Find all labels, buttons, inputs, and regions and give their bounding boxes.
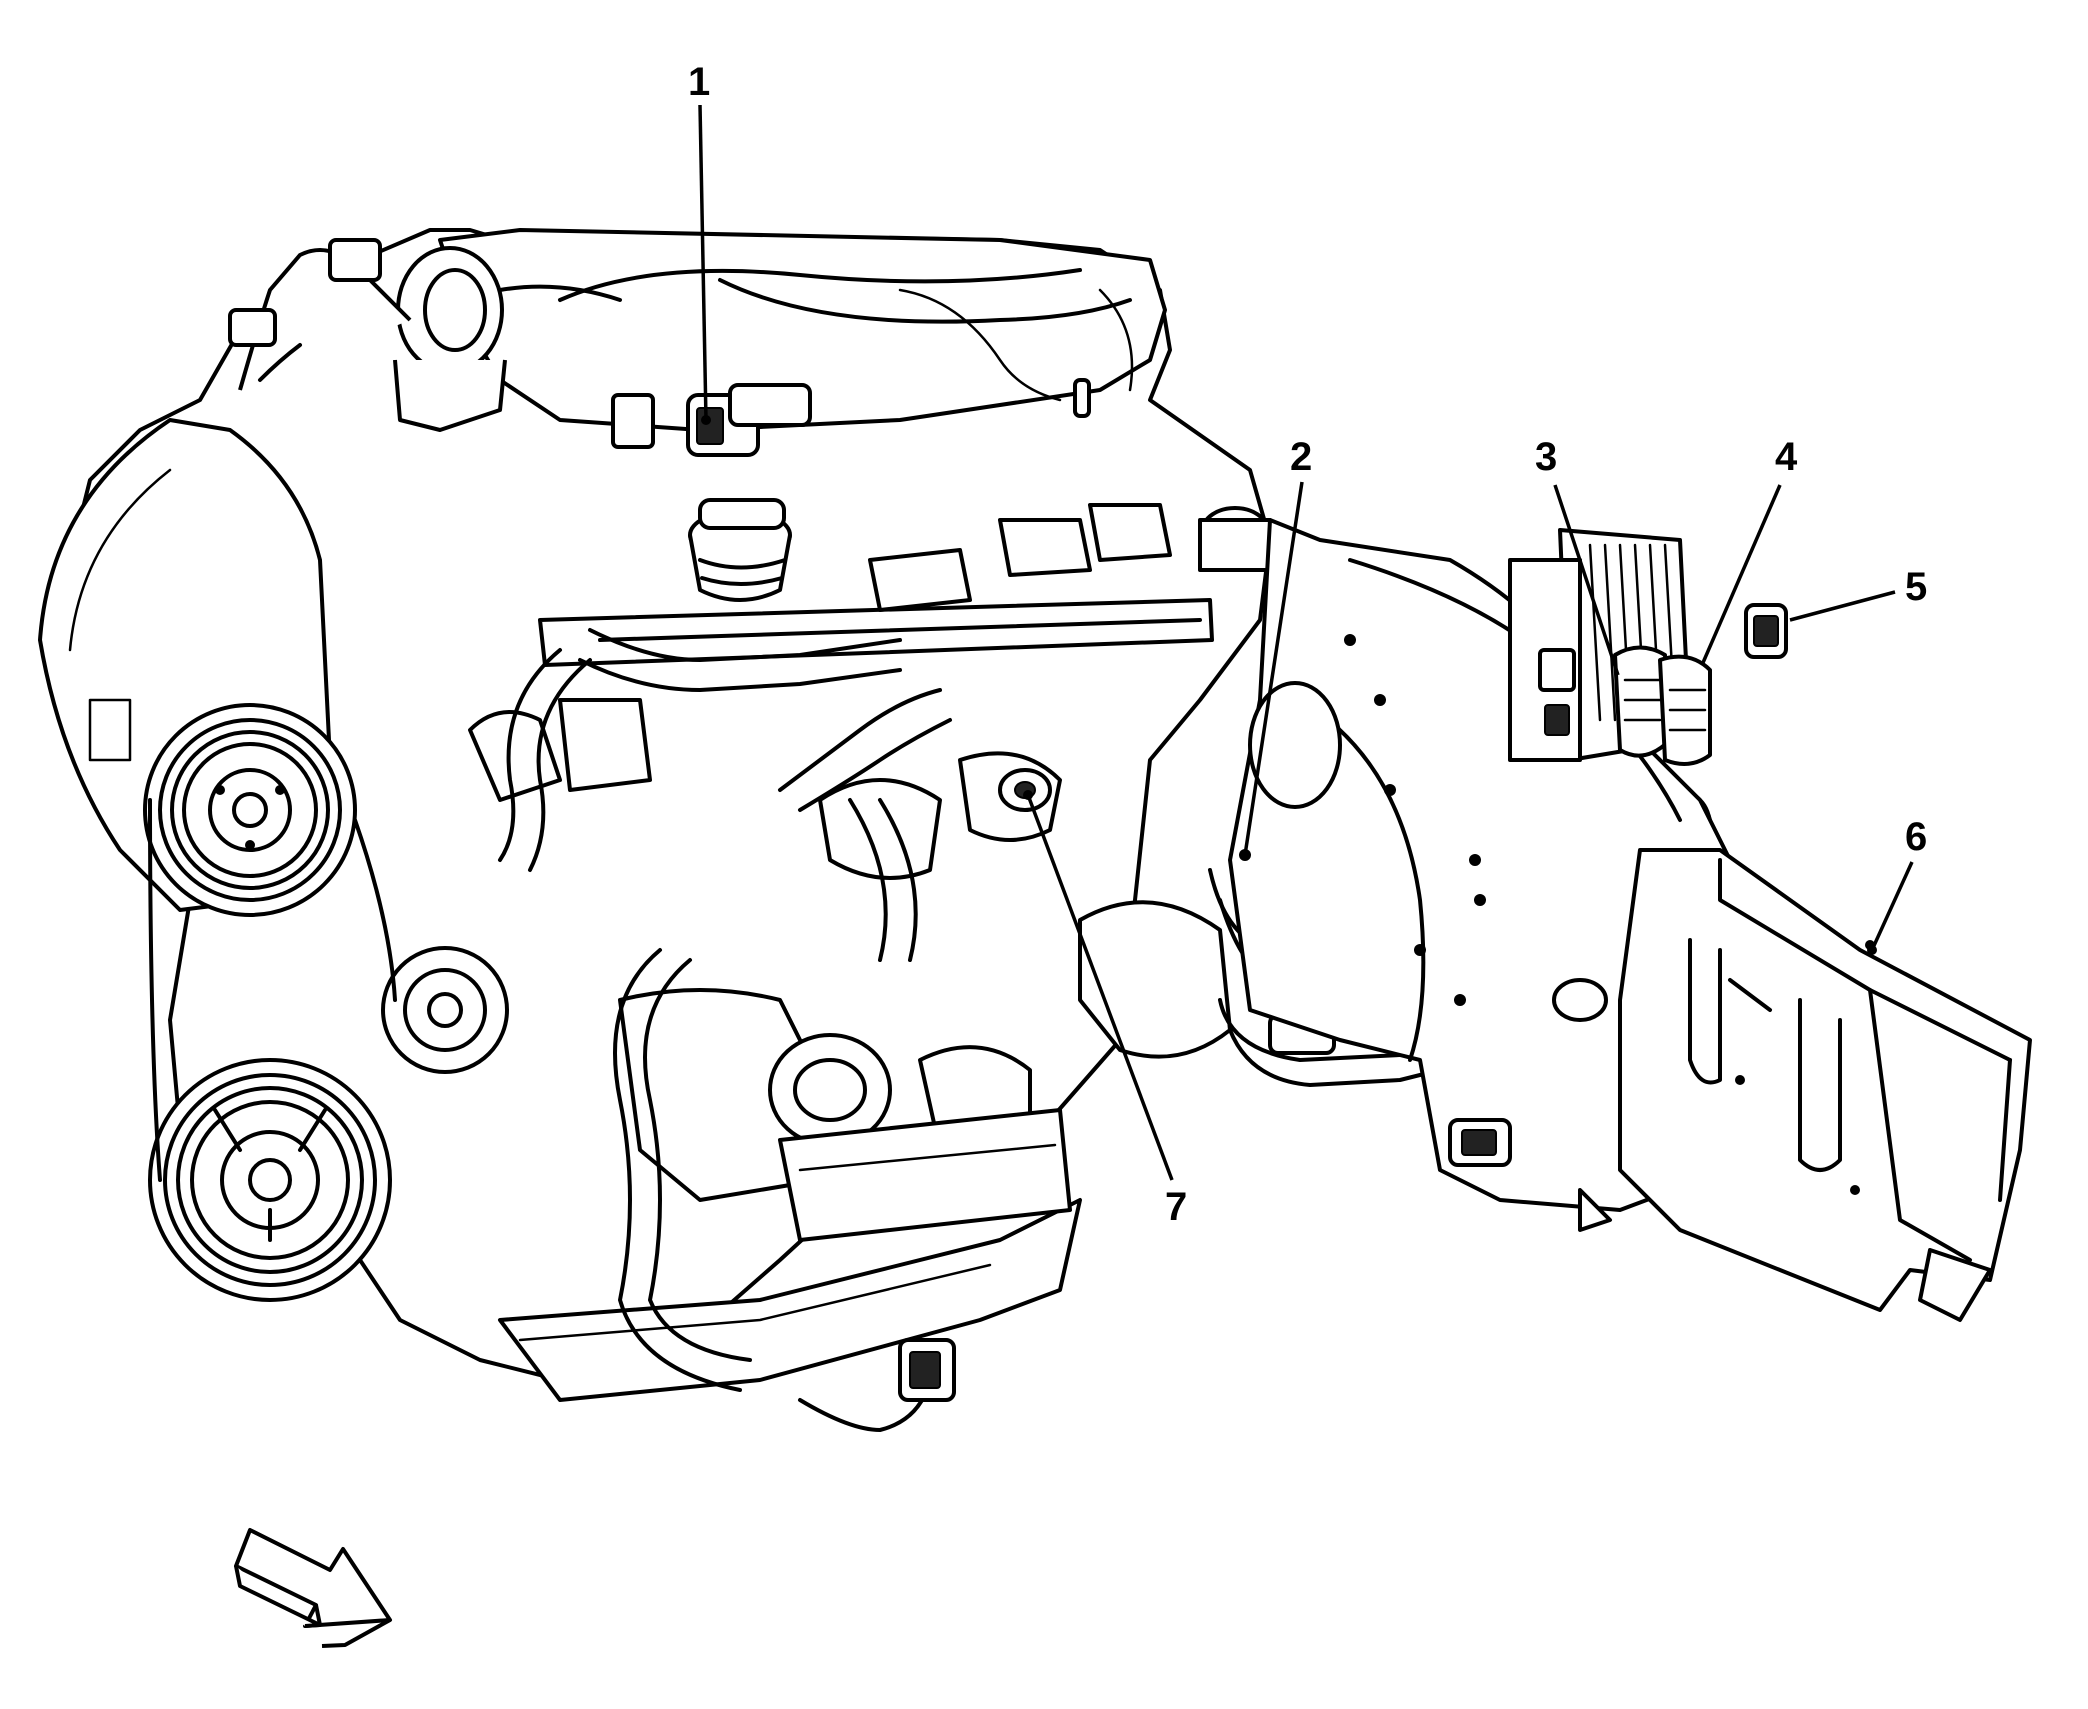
front-direction-arrow-icon: [234, 1528, 392, 1648]
callout-4-label: 4: [1775, 435, 1798, 479]
callout-3-leader: [1553, 484, 1620, 676]
callout-3: 3: [1535, 435, 1620, 676]
transmission-assembly: [1228, 518, 2032, 1322]
callout-7: 7: [1023, 790, 1187, 1229]
callout-7-leader: [1026, 794, 1174, 1181]
callout-7-label: 7: [1165, 1185, 1187, 1229]
callout-4-leader: [1700, 484, 1782, 666]
callout-1-leader: [698, 104, 708, 421]
callout-2: 2: [1239, 435, 1312, 861]
callout-6-label: 6: [1905, 815, 1927, 859]
callout-3-label: 3: [1535, 435, 1557, 479]
callout-5: 5: [1789, 565, 1927, 622]
callout-1-label: 1: [688, 60, 710, 104]
callout-5-label: 5: [1905, 565, 1927, 609]
callout-2-leader: [1243, 481, 1304, 856]
callout-5-leader: [1789, 590, 1896, 622]
callout-6: 6: [1867, 815, 1927, 955]
callout-2-label: 2: [1290, 435, 1312, 479]
engine-assembly: [38, 228, 1272, 1402]
callout-6-leader: [1870, 861, 1914, 951]
callout-4: 4: [1700, 435, 1798, 666]
callout-1: 1: [688, 60, 711, 425]
callout-labels: 1 2 3 4 5 6 7: [688, 60, 1927, 1229]
